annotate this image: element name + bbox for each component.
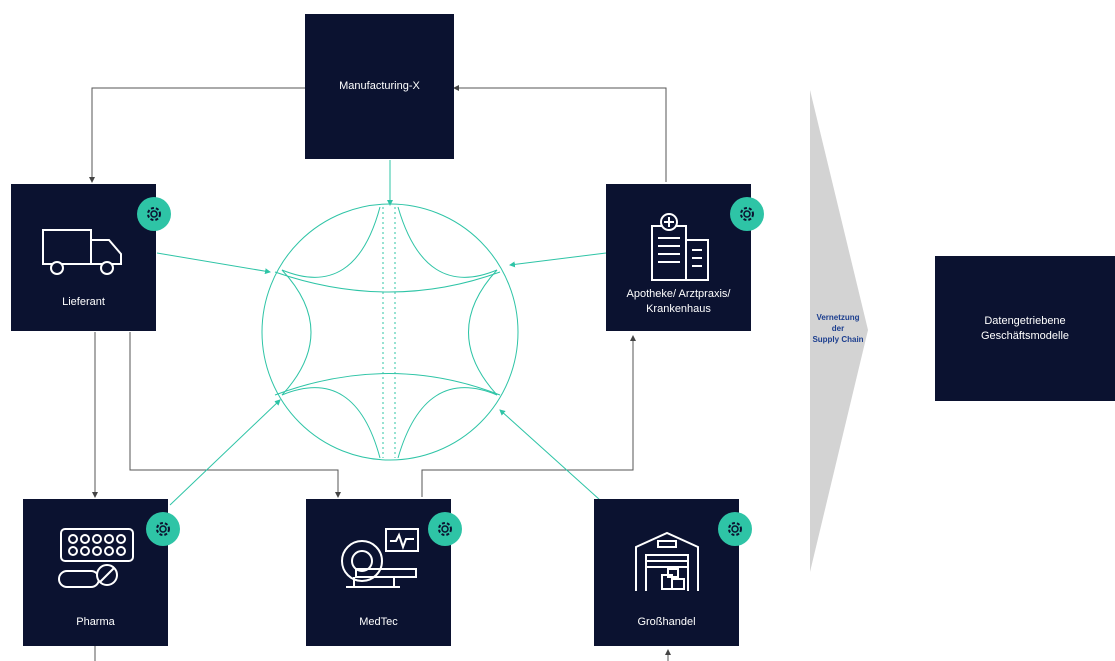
pharma-label: Pharma [76,616,115,628]
pharma-node[interactable]: Pharma [23,499,168,646]
pill-blister-icon [58,528,134,588]
chevron-label-2: der [831,324,845,333]
supplier-label: Lieferant [62,296,105,308]
chevron-arrow [810,90,868,572]
gear-icon[interactable] [146,512,180,546]
chevron-label-1: Vernetzung [816,313,860,322]
chevron-label: Vernetzung der Supply Chain [798,312,878,345]
result-node[interactable]: Datengetriebene Geschäftsmodelle [935,256,1115,401]
chevron-label-3: Supply Chain [812,335,864,344]
medtec-label: MedTec [359,616,398,628]
pharmacy-label-1: Apotheke/ Arztpraxis/ [626,287,731,300]
network-circle [261,203,519,461]
warehouse-icon [635,531,699,591]
gear-icon[interactable] [730,197,764,231]
hub-label: Manufacturing-X [339,80,420,92]
mri-scanner-icon [341,528,419,588]
gear-icon[interactable] [428,512,462,546]
result-label-2: Geschäftsmodelle [980,329,1070,342]
medtec-node[interactable]: MedTec [306,499,451,646]
truck-icon [42,229,122,275]
gear-icon[interactable] [137,197,171,231]
hub-node[interactable]: Manufacturing-X [305,14,454,159]
result-label-1: Datengetriebene [984,314,1066,327]
pharmacy-label-2: Krankenhaus [646,302,711,315]
wholesale-label: Großhandel [637,616,696,628]
gear-icon[interactable] [718,512,752,546]
supplier-node[interactable]: Lieferant [11,184,156,331]
pharmacy-node[interactable]: Apotheke/ Arztpraxis/ Krankenhaus [606,184,751,331]
hospital-icon [651,213,709,281]
wholesale-node[interactable]: Großhandel [594,499,739,646]
